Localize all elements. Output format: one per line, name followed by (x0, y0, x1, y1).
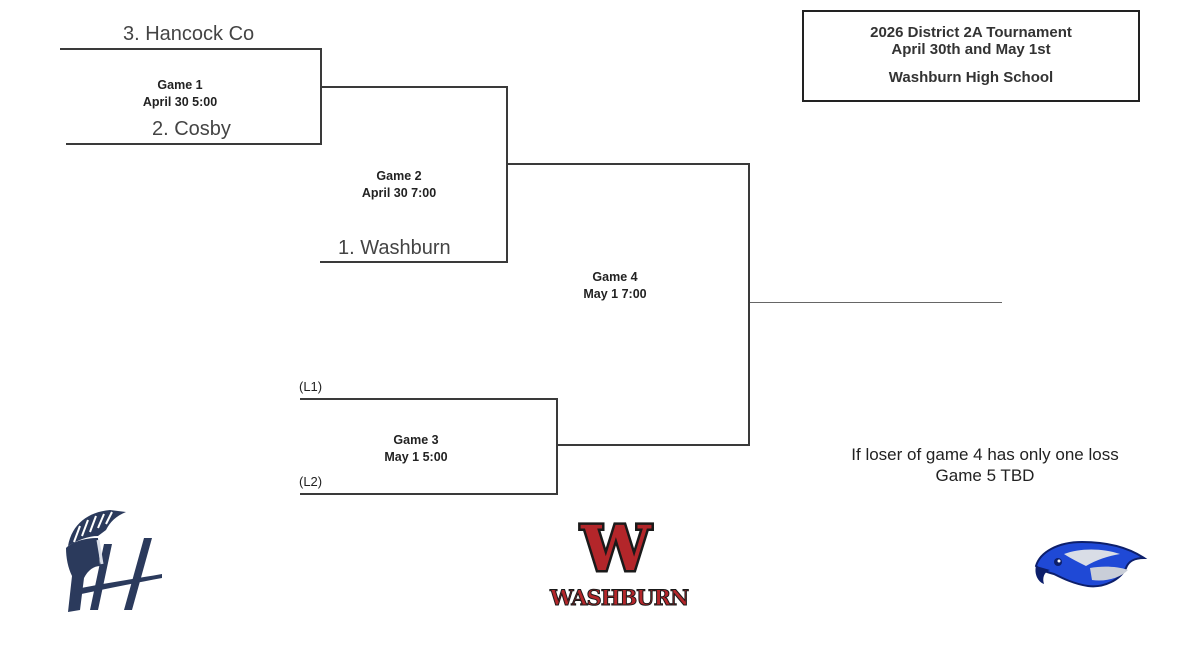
game5-note-line1: If loser of game 4 has only one loss (851, 445, 1119, 464)
game4-time: May 1 7:00 (583, 287, 647, 301)
bracket-line-l1 (300, 398, 558, 400)
bracket-line-seed1 (320, 261, 508, 263)
hancock-trojan-logo (58, 506, 168, 618)
bracket-line-l2 (300, 493, 558, 495)
game5-note-line2: Game 5 TBD (935, 466, 1035, 485)
team-seed2: 2. Cosby (152, 118, 231, 140)
team-seed3: 3. Hancock Co (123, 23, 255, 45)
bracket-line-game2-vertical (506, 86, 508, 263)
cosby-eagle-logo (1030, 536, 1148, 592)
game2-label: Game 2 April 30 7:00 (362, 168, 436, 202)
team-seed1: 1. Washburn (338, 237, 451, 259)
tournament-title: 2026 District 2A Tournament (870, 24, 1072, 41)
game2-time: April 30 7:00 (361, 186, 437, 200)
bracket-line-game1-winner (322, 86, 508, 88)
bracket-line-game4-vertical (748, 163, 750, 446)
game3-name: Game 3 (393, 433, 439, 447)
tournament-dates: April 30th and May 1st (891, 41, 1051, 58)
game3-label: Game 3 May 1 5:00 (384, 432, 447, 466)
game3-time: May 1 5:00 (384, 450, 448, 464)
game1-time: April 30 5:00 (142, 95, 218, 109)
game4-name: Game 4 (592, 270, 638, 284)
eagle-head-icon (1034, 540, 1148, 588)
trojan-helmet-icon (66, 510, 162, 612)
tournament-host: Washburn High School (888, 69, 1054, 86)
team-l2: (L2) (299, 474, 323, 489)
washburn-wordmark: WASHBURN (550, 585, 690, 610)
team-l1: (L1) (299, 379, 323, 394)
bracket-line-seed2 (66, 143, 322, 145)
bracket-line-game2-winner (508, 163, 750, 165)
bracket-line-champion (750, 302, 1002, 303)
game2-name: Game 2 (376, 169, 422, 183)
bracket-line-game3-winner (558, 444, 750, 446)
tournament-title-box: 2026 District 2A Tournament April 30th a… (802, 10, 1140, 102)
bracket-line-seed3 (60, 48, 322, 50)
washburn-w-letter: W (579, 512, 654, 585)
washburn-logo: W WASHBURN (550, 515, 690, 614)
game1-label: Game 1 April 30 5:00 (143, 77, 217, 111)
bracket-line-game1-vertical (320, 48, 322, 145)
game1-name: Game 1 (157, 78, 203, 92)
game5-note: If loser of game 4 has only one loss Gam… (820, 444, 1150, 486)
bracket-line-game3-vertical (556, 398, 558, 495)
game4-label: Game 4 May 1 7:00 (583, 269, 646, 303)
